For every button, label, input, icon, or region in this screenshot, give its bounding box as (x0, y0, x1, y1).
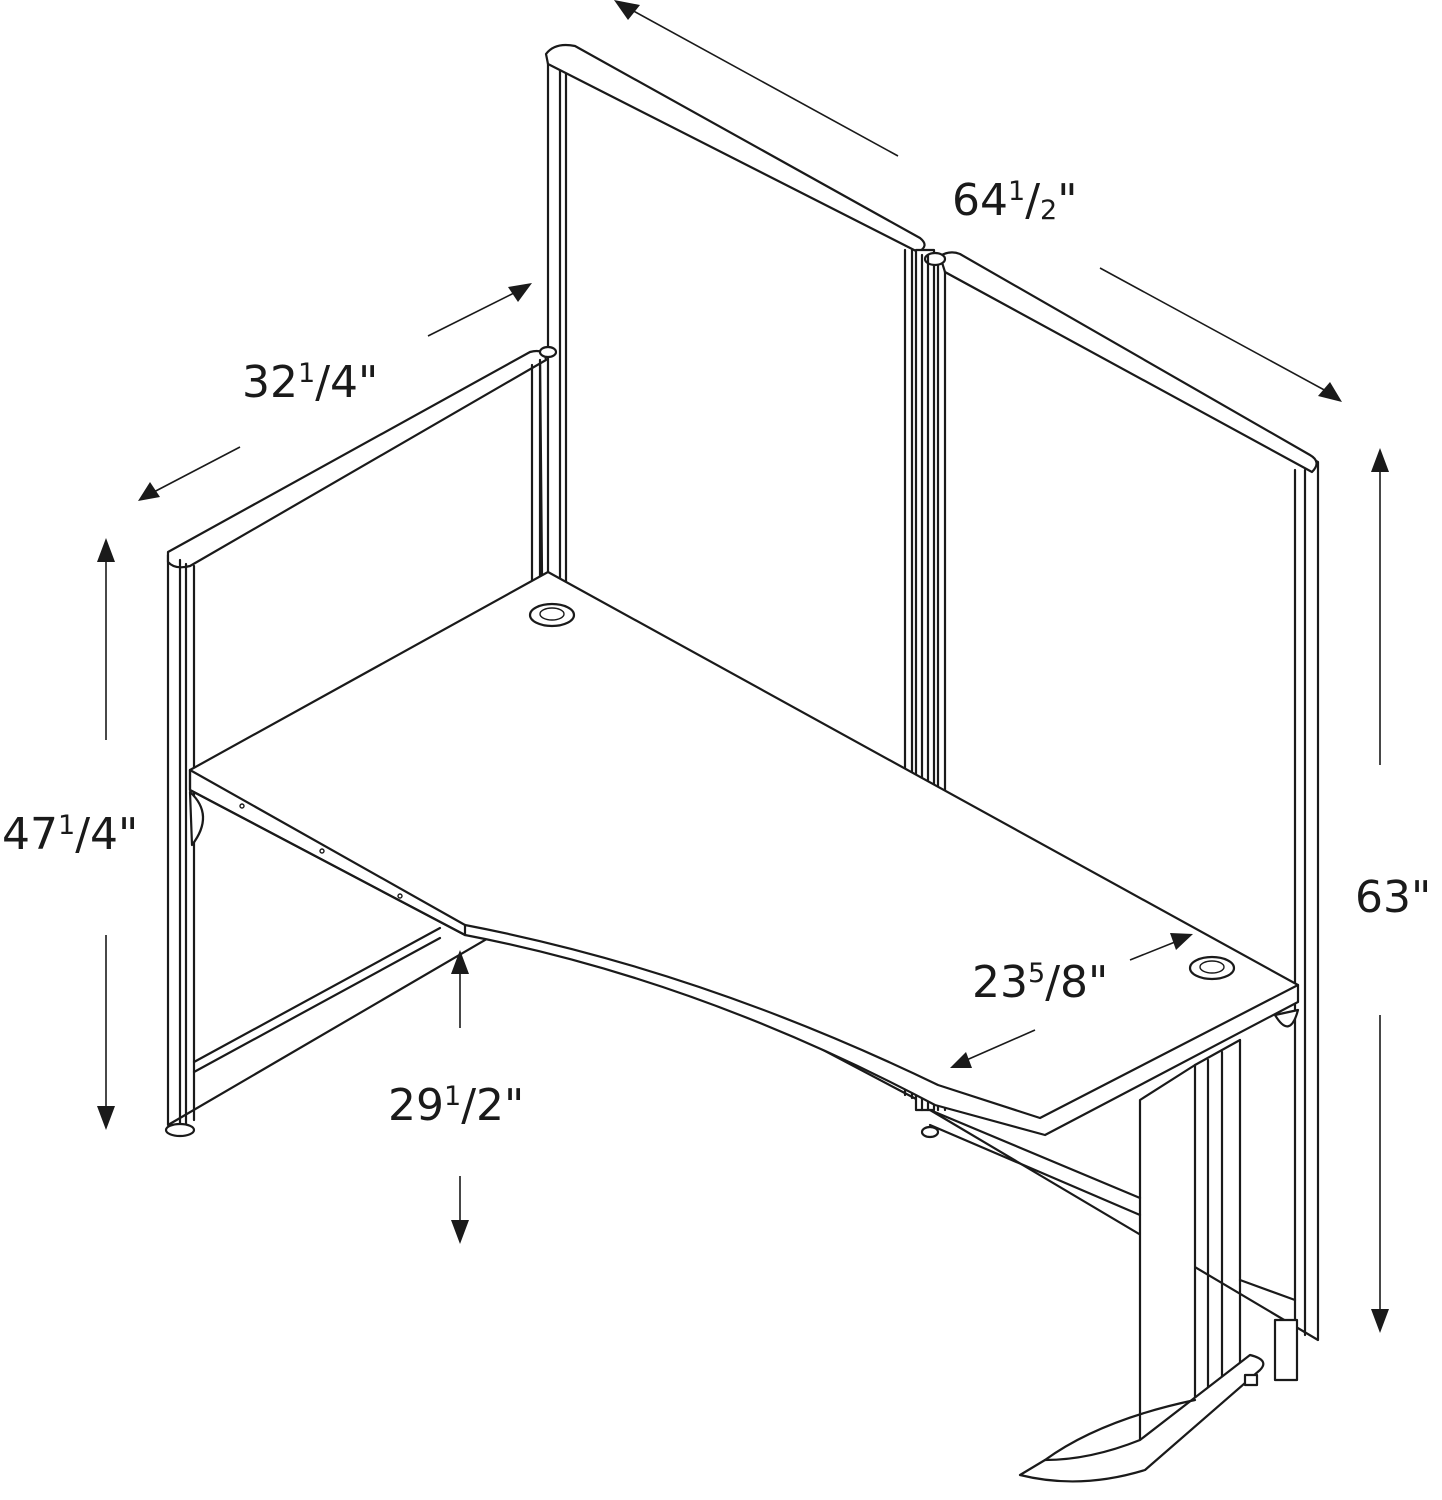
label-desk-height: 291/2" (388, 1080, 525, 1131)
label-total-height: 63" (1355, 872, 1432, 923)
dim-desk-depth (950, 933, 1193, 1068)
dim-total-width (614, 0, 1342, 402)
back-panel-right (914, 248, 1320, 1342)
dim-side-height (97, 538, 115, 1130)
label-total-width: 641/2" (952, 175, 1078, 226)
label-desk-depth: 235/8" (972, 957, 1109, 1008)
dim-side-width (138, 283, 532, 501)
desk-leg (920, 1038, 1299, 1483)
desk-top (188, 570, 1300, 1137)
label-side-width: 321/4" (242, 357, 379, 408)
label-side-height: 471/4" (2, 809, 139, 860)
dim-desk-height (451, 950, 469, 1244)
dim-total-height (1371, 448, 1389, 1333)
